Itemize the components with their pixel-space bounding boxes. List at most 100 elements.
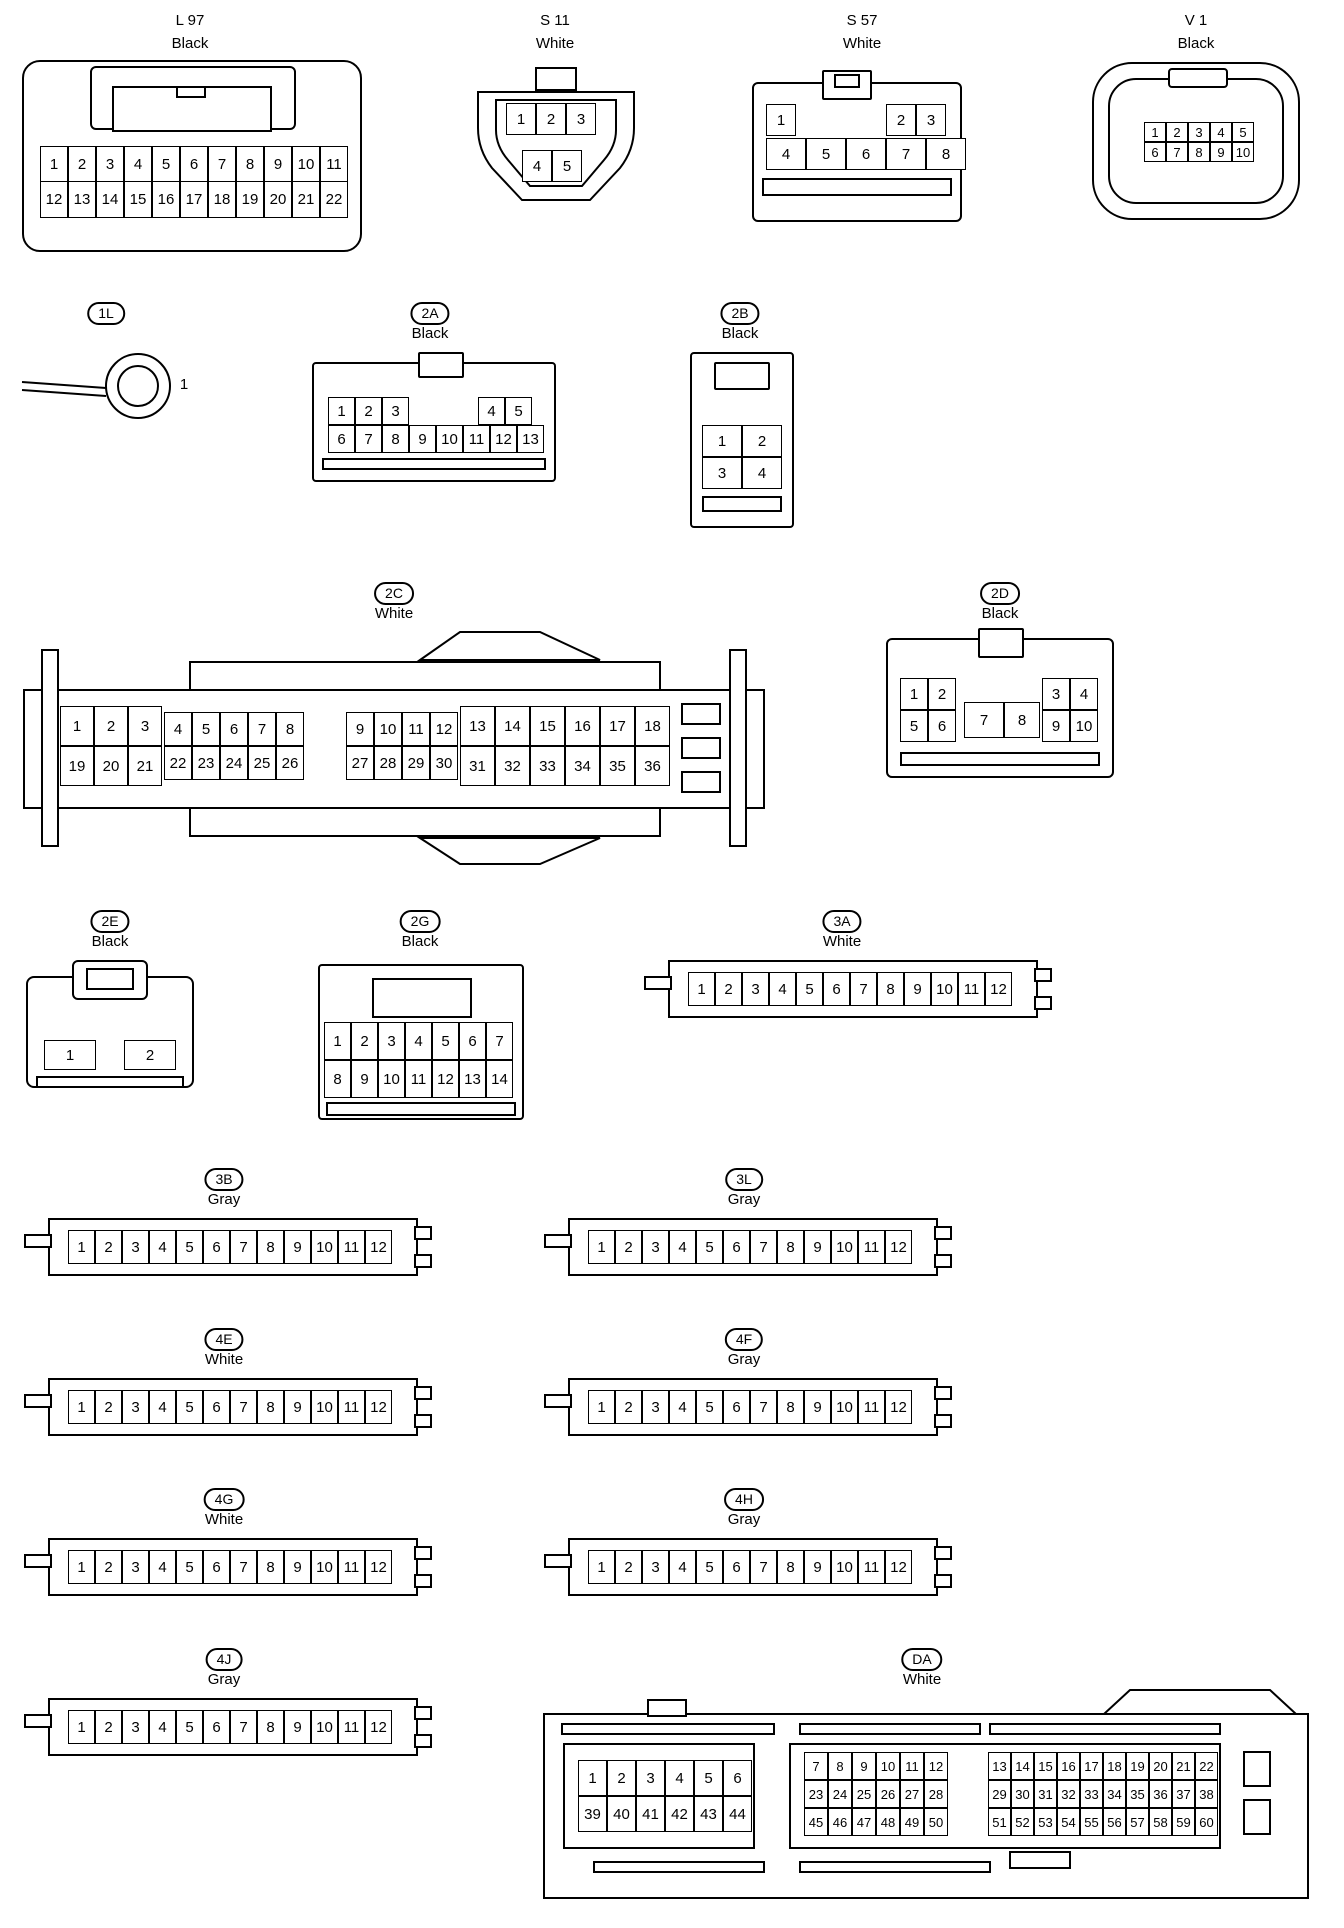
pin-cell: 36 [635, 746, 670, 786]
connector-label: 1L [87, 302, 125, 325]
pin-cell: 8 [382, 425, 409, 453]
pin-cell: 38 [1195, 1780, 1218, 1808]
pin-cell: 1 [588, 1550, 615, 1584]
pin-cell: 5 [694, 1760, 723, 1796]
pin-cell: 35 [600, 746, 635, 786]
pin-cell: 7 [804, 1752, 828, 1780]
pin-cell: 3 [1188, 122, 1210, 142]
pin-cell: 2 [615, 1550, 642, 1584]
pin-cell: 13 [460, 706, 495, 746]
pin-cell: 1 [60, 706, 94, 746]
pin-cell: 2 [607, 1760, 636, 1796]
connector-color: Gray [207, 1191, 241, 1208]
pin-cell: 14 [96, 181, 124, 218]
pin-cell: 6 [203, 1390, 230, 1424]
pin-cell: 4 [149, 1550, 176, 1584]
strip-tab [1034, 968, 1052, 982]
pin-cell: 8 [257, 1390, 284, 1424]
connector-label: 2C [374, 582, 414, 605]
pin-cell: 2 [95, 1710, 122, 1744]
pin-cell: 10 [311, 1550, 338, 1584]
pin-cell: 5 [552, 150, 582, 182]
pin-cell: 8 [236, 146, 264, 183]
connector-label: 3A [822, 910, 862, 933]
pin-cell: 5 [696, 1230, 723, 1264]
pin-cell: 8 [1188, 142, 1210, 162]
pin-cell: 4 [1210, 122, 1232, 142]
connector-label: V 1 [1184, 12, 1208, 29]
pin-cell: 3 [122, 1710, 149, 1744]
pin-cell: 19 [236, 181, 264, 218]
connector-label: 2A [410, 302, 450, 325]
latch-tab [176, 86, 206, 98]
base-rail [762, 178, 952, 196]
pin-cell: 12 [365, 1550, 392, 1584]
pin-cell: 15 [1034, 1752, 1057, 1780]
strip-tab [934, 1414, 952, 1428]
pin-cell: 6 [823, 972, 850, 1006]
pin-cell: 11 [405, 1060, 432, 1098]
pin-cell: 5 [505, 397, 532, 425]
pin-cell: 5 [152, 146, 180, 183]
pin-cell: 14 [495, 706, 530, 746]
pin-cell: 4 [149, 1230, 176, 1264]
pin-cell: 5 [900, 710, 928, 742]
connector-color: Gray [207, 1671, 241, 1688]
latch-outline [72, 960, 148, 1000]
connector-label: 4J [205, 1648, 243, 1671]
pin-cell: 9 [351, 1060, 378, 1098]
pin-cell: 51 [988, 1808, 1011, 1836]
base-rail [36, 1076, 184, 1088]
pin-cell: 10 [378, 1060, 405, 1098]
pin-cell: 7 [486, 1022, 513, 1060]
pin-cell: 11 [958, 972, 985, 1006]
pin-cell: 5 [1232, 122, 1254, 142]
pin-cell: 12 [432, 1060, 459, 1098]
pin-cell: 8 [276, 712, 304, 746]
connector-color: White [822, 933, 862, 950]
pin-cell: 22 [164, 746, 192, 780]
pin-cell: 31 [1034, 1780, 1057, 1808]
pin-cell: 44 [723, 1796, 752, 1832]
pin-cell: 21 [1172, 1752, 1195, 1780]
pin-cell: 47 [852, 1808, 876, 1836]
pin-cell: 5 [176, 1710, 203, 1744]
pin-cell: 1 [1144, 122, 1166, 142]
pin-cell: 6 [723, 1230, 750, 1264]
pin-cell: 3 [122, 1230, 149, 1264]
pin-cell: 3 [642, 1230, 669, 1264]
pin-cell: 31 [460, 746, 495, 786]
pin-cell: 22 [320, 181, 348, 218]
pin-cell: 2 [95, 1390, 122, 1424]
base-rail [702, 496, 782, 512]
pin-cell: 1 [68, 1550, 95, 1584]
pin-cell: 7 [750, 1390, 777, 1424]
pin-cell: 21 [128, 746, 162, 786]
pin-cell: 2 [715, 972, 742, 1006]
pin-cell: 7 [230, 1550, 257, 1584]
pin-cell: 23 [192, 746, 220, 780]
pin-cell: 20 [1149, 1752, 1172, 1780]
pin-cell: 23 [804, 1780, 828, 1808]
connector-label: 3L [725, 1168, 763, 1191]
strip-tab [414, 1386, 432, 1400]
pin-cell: 6 [846, 138, 886, 170]
pin-cell: 43 [694, 1796, 723, 1832]
pin-cell: 3 [636, 1760, 665, 1796]
pin-cell: 12 [40, 181, 68, 218]
pin-cell: 7 [230, 1710, 257, 1744]
connector-label: 4G [203, 1488, 245, 1511]
pin-cell: 12 [885, 1230, 912, 1264]
pin-cell: 9 [804, 1550, 831, 1584]
pin-cell: 12 [365, 1230, 392, 1264]
connector-color: Black [171, 35, 209, 52]
pin-cell: 30 [430, 746, 458, 780]
pin-cell: 5 [696, 1550, 723, 1584]
pin-cell: 25 [852, 1780, 876, 1808]
pin-cell: 3 [742, 972, 769, 1006]
pin-cell: 1 [68, 1390, 95, 1424]
pin-cell: 54 [1057, 1808, 1080, 1836]
pin-cell: 10 [831, 1550, 858, 1584]
pin-cell: 11 [402, 712, 430, 746]
pin-cell: 2 [536, 103, 566, 135]
